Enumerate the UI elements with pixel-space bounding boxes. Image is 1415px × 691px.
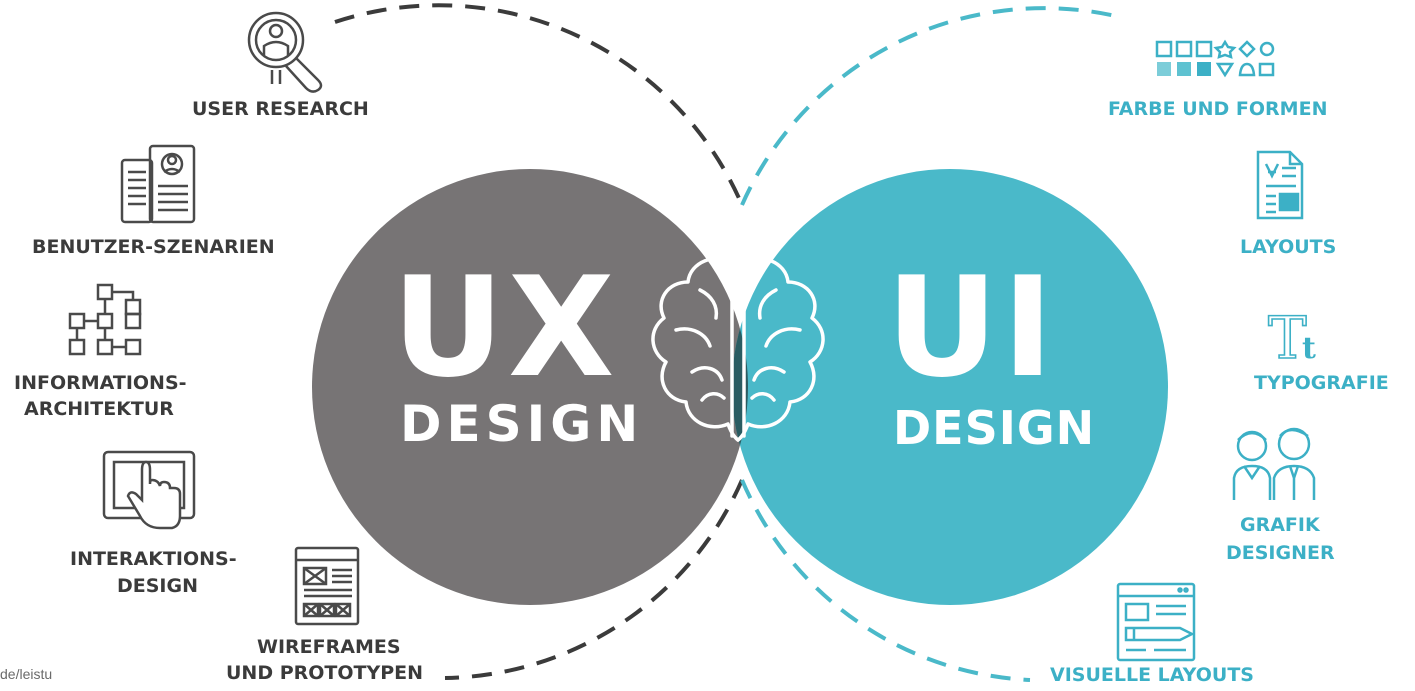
label-visuelle-layouts: VISUELLE LAYOUTS xyxy=(1050,664,1254,686)
brain-icon xyxy=(651,256,825,442)
typography-icon: T t xyxy=(1267,303,1316,373)
ux-subtitle: DESIGN xyxy=(400,395,644,453)
sitemap-icon xyxy=(68,283,142,356)
shapes-icon xyxy=(1155,39,1275,78)
label-benutzer-szenarien: BENUTZER-SZENARIEN xyxy=(32,236,275,258)
svg-text:t: t xyxy=(1302,331,1316,366)
label-farbe-und-formen: FARBE UND FORMEN xyxy=(1108,98,1328,120)
magnifier-user-icon xyxy=(247,11,323,93)
ux-dashed-arc xyxy=(334,3,744,206)
ui-title: UI xyxy=(886,247,1058,408)
ui-subtitle: DESIGN xyxy=(893,401,1096,455)
label-interaktions-line2: DESIGN xyxy=(117,575,199,597)
ux-dashed-arc-bottom xyxy=(444,479,744,680)
label-grafik: GRAFIK xyxy=(1240,514,1320,536)
wireframe-icon xyxy=(294,546,360,626)
touch-tablet-icon xyxy=(102,450,196,530)
ux-title: UX xyxy=(392,247,619,408)
label-interaktions-line1: INTERAKTIONS- xyxy=(70,548,237,570)
svg-text:T: T xyxy=(1268,304,1307,372)
label-wireframes-line2: UND PROTOTYPEN xyxy=(226,662,424,684)
ux-circle xyxy=(312,169,748,605)
layout-document-icon xyxy=(1256,150,1304,220)
ui-dashed-arc xyxy=(740,6,1121,206)
label-informations-line1: INFORMATIONS- xyxy=(14,372,187,394)
label-typografie: TYPOGRAFIE xyxy=(1254,372,1389,394)
profile-document-icon xyxy=(120,144,196,224)
label-designer: DESIGNER xyxy=(1226,542,1335,564)
visual-layout-icon xyxy=(1116,582,1196,662)
label-wireframes-line1: WIREFRAMES xyxy=(257,636,401,658)
label-user-research: USER RESEARCH xyxy=(192,98,369,120)
ui-dashed-arc-bottom xyxy=(740,479,1031,682)
label-informations-line2: ARCHITEKTUR xyxy=(24,398,174,420)
source-url-fragment: de/leistu xyxy=(0,666,53,682)
label-layouts: LAYOUTS xyxy=(1240,236,1337,258)
designers-icon xyxy=(1232,427,1316,500)
ui-circle xyxy=(732,169,1168,605)
